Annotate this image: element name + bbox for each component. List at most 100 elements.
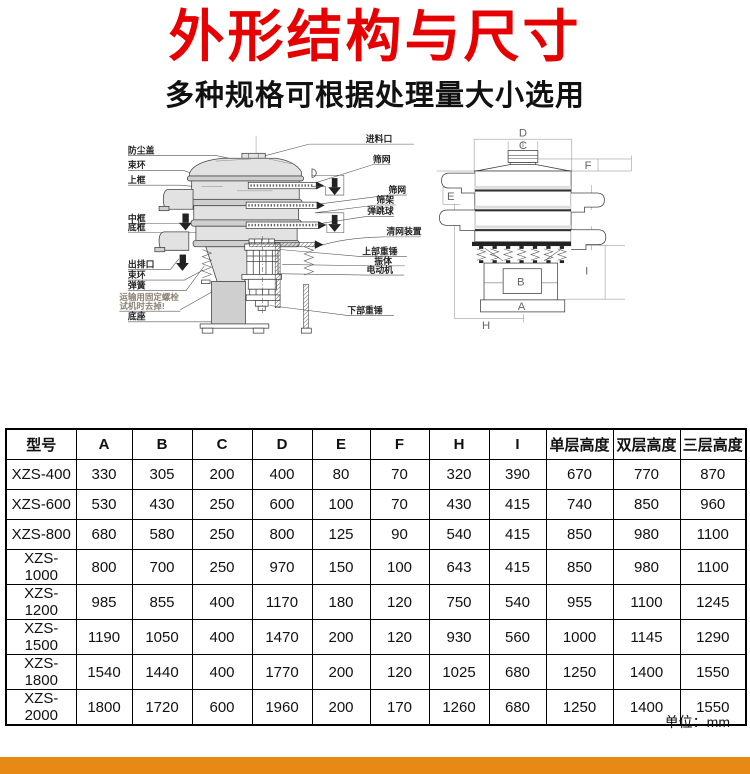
value-cell: 530 — [75, 489, 133, 520]
value-cell: 800 — [75, 549, 133, 585]
label-screen-frame: 筛架 — [376, 194, 394, 205]
column-header: C — [191, 428, 253, 460]
value-cell: 120 — [369, 619, 430, 655]
value-cell: 430 — [131, 489, 193, 520]
dim-letter-i: I — [585, 265, 588, 277]
value-cell: 120 — [369, 654, 430, 690]
value-cell: 200 — [311, 654, 371, 690]
model-cell: XZS-400 — [5, 459, 77, 490]
label-middle-frame: 中框 — [128, 212, 146, 223]
label-lower-weight: 下部重锤 — [347, 304, 382, 315]
value-cell: 250 — [191, 519, 253, 550]
value-cell: 1100 — [612, 584, 681, 620]
column-header: 三层高度 — [679, 428, 747, 460]
value-cell: 305 — [131, 459, 193, 490]
value-cell: 415 — [488, 519, 547, 550]
value-cell: 643 — [428, 549, 490, 585]
value-cell: 1960 — [251, 689, 313, 726]
value-cell: 750 — [428, 584, 490, 620]
model-cell: XZS-1800 — [5, 654, 77, 690]
value-cell: 850 — [545, 549, 614, 585]
value-cell: 1170 — [251, 584, 313, 620]
label-screen-mid: 筛网 — [388, 184, 406, 195]
value-cell: 400 — [251, 459, 313, 490]
value-cell: 1260 — [428, 689, 490, 726]
label-screen-top: 筛网 — [373, 154, 391, 165]
value-cell: 200 — [311, 619, 371, 655]
dim-letter-b: B — [517, 277, 525, 289]
value-cell: 1800 — [75, 689, 133, 726]
sieve-machine-art — [154, 135, 345, 334]
value-cell: 680 — [488, 654, 547, 690]
value-cell: 930 — [428, 619, 490, 655]
value-cell: 415 — [488, 489, 547, 520]
label-base: 底座 — [128, 311, 146, 322]
value-cell: 180 — [311, 584, 371, 620]
diagram-section: 防尘盖 束环 上框 中框 底框 出排口 束环 弹簧 运输用固定螺栓 试机时去掉!… — [0, 125, 750, 428]
value-cell: 170 — [369, 689, 430, 726]
unit-note: 单位：mm — [664, 714, 730, 730]
label-motor: 电动机 — [367, 264, 394, 275]
value-cell: 850 — [545, 519, 614, 550]
column-header: D — [251, 428, 313, 460]
value-cell: 1550 — [679, 689, 747, 726]
label-dust-cover: 防尘盖 — [128, 144, 155, 155]
value-cell: 1100 — [679, 549, 747, 585]
value-cell: 120 — [369, 584, 430, 620]
dimension-view-art — [439, 150, 607, 313]
right-diagram: D C F E B A H I — [436, 127, 632, 332]
value-cell: 90 — [369, 519, 430, 550]
label-net-cleaning: 清网装置 — [386, 226, 421, 237]
value-cell: 1540 — [75, 654, 133, 690]
value-cell: 100 — [369, 549, 430, 585]
label-upper-frame: 上框 — [128, 174, 146, 185]
value-cell: 390 — [488, 459, 547, 490]
value-cell: 1190 — [75, 619, 133, 655]
value-cell: 670 — [545, 459, 614, 490]
value-cell: 1145 — [612, 619, 681, 655]
label-bottom-frame: 底框 — [128, 221, 146, 232]
label-clamp-bottom: 束环 — [128, 269, 146, 280]
model-cell: XZS-1000 — [5, 549, 77, 585]
value-cell: 700 — [131, 549, 193, 585]
value-cell: 250 — [191, 489, 253, 520]
value-cell: 1400 — [612, 654, 681, 690]
value-cell: 1470 — [251, 619, 313, 655]
column-header: I — [488, 428, 547, 460]
leader-lines-left — [119, 143, 422, 323]
value-cell: 850 — [612, 489, 681, 520]
column-header: 型号 — [5, 428, 77, 460]
dim-letter-h: H — [482, 320, 490, 332]
value-cell: 980 — [612, 549, 681, 585]
value-cell: 740 — [545, 489, 614, 520]
page-title: 外形结构与尺寸 — [168, 5, 582, 68]
dim-letter-c: C — [519, 140, 527, 152]
value-cell: 1250 — [545, 689, 614, 726]
value-cell: 1050 — [131, 619, 193, 655]
column-header: B — [131, 428, 193, 460]
label-clamp-top: 束环 — [128, 159, 146, 170]
value-cell: 800 — [251, 519, 313, 550]
value-cell: 770 — [612, 459, 681, 490]
springs — [476, 246, 568, 264]
value-cell: 200 — [311, 689, 371, 726]
column-header: E — [311, 428, 371, 460]
value-cell: 125 — [311, 519, 371, 550]
value-cell: 680 — [75, 519, 133, 550]
value-cell: 70 — [369, 459, 430, 490]
value-cell: 1100 — [679, 519, 747, 550]
column-header: 双层高度 — [612, 428, 681, 460]
value-cell: 980 — [612, 519, 681, 550]
value-cell: 1720 — [131, 689, 193, 726]
value-cell: 1550 — [679, 654, 747, 690]
value-cell: 200 — [191, 459, 253, 490]
model-cell: XZS-600 — [5, 489, 77, 520]
label-transport-note-1: 运输用固定螺栓 — [119, 292, 179, 302]
